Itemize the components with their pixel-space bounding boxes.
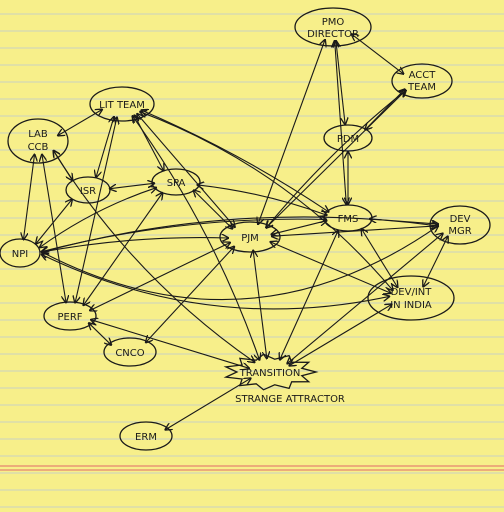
arrow-edge — [253, 251, 267, 358]
arrow-edge — [290, 305, 392, 366]
node-lab-ccb: LAB CCB — [7, 118, 69, 164]
node-label-line: CCB — [28, 142, 49, 153]
node-label-line: PERF — [57, 312, 82, 323]
node-erm: ERM — [119, 421, 173, 451]
node-label-line: ACCT — [409, 70, 437, 81]
node-label-line: LIT TEAM — [99, 100, 145, 111]
node-label-line: MGR — [448, 226, 471, 237]
node-label-line: TEAM — [407, 82, 436, 93]
node-isr: ISR — [65, 176, 111, 204]
node-pjm: PJM — [219, 221, 281, 253]
node-label-line: DEV/INT — [391, 287, 433, 298]
node-dev-int-in-india: DEV/INT IN INDIA — [367, 275, 455, 321]
node-pdm: PDM — [323, 124, 373, 152]
node-label-line: FMS — [338, 214, 359, 225]
node-cnco: CNCO — [103, 337, 157, 367]
arrow-edge — [266, 90, 405, 227]
node-label-line: ERM — [135, 432, 157, 443]
node-label-line: TRANSITION — [239, 368, 301, 379]
node-label-line: LAB — [28, 129, 48, 140]
node-label-line: SPA — [167, 178, 186, 189]
node-lit-team: LIT TEAM — [89, 86, 155, 122]
node-dev-mgr: DEV MGR — [429, 205, 491, 245]
arrow-edge — [42, 226, 438, 301]
node-label-line: PMO — [322, 17, 345, 28]
node-label-line: PDM — [337, 134, 359, 145]
node-label-line: NPI — [12, 249, 28, 260]
arrow-edge — [166, 378, 251, 429]
node-transition: TRANSITION — [223, 353, 319, 391]
node-label-line: DEV — [450, 214, 471, 225]
node-spa: SPA — [151, 168, 201, 196]
node-pmo-director: PMO DIRECTOR — [294, 7, 372, 47]
node-acct-team: ACCT TEAM — [391, 63, 453, 99]
node-label-line: ISR — [80, 186, 96, 197]
node-fms: FMS — [323, 204, 373, 232]
node-npi: NPI — [0, 238, 41, 268]
node-perf: PERF — [43, 301, 97, 331]
node-label-line: CNCO — [115, 348, 144, 359]
node-group: PMO DIRECTOR ACCT TEAM LIT TEAM LAB CCB — [0, 7, 491, 451]
arrow-connections — [24, 34, 448, 429]
node-label-line: DIRECTOR — [307, 29, 359, 40]
caption-strange-attractor: STRANGE ATTRACTOR — [235, 394, 345, 405]
node-label-line: PJM — [241, 233, 259, 244]
node-label-line: IN INDIA — [390, 300, 432, 311]
